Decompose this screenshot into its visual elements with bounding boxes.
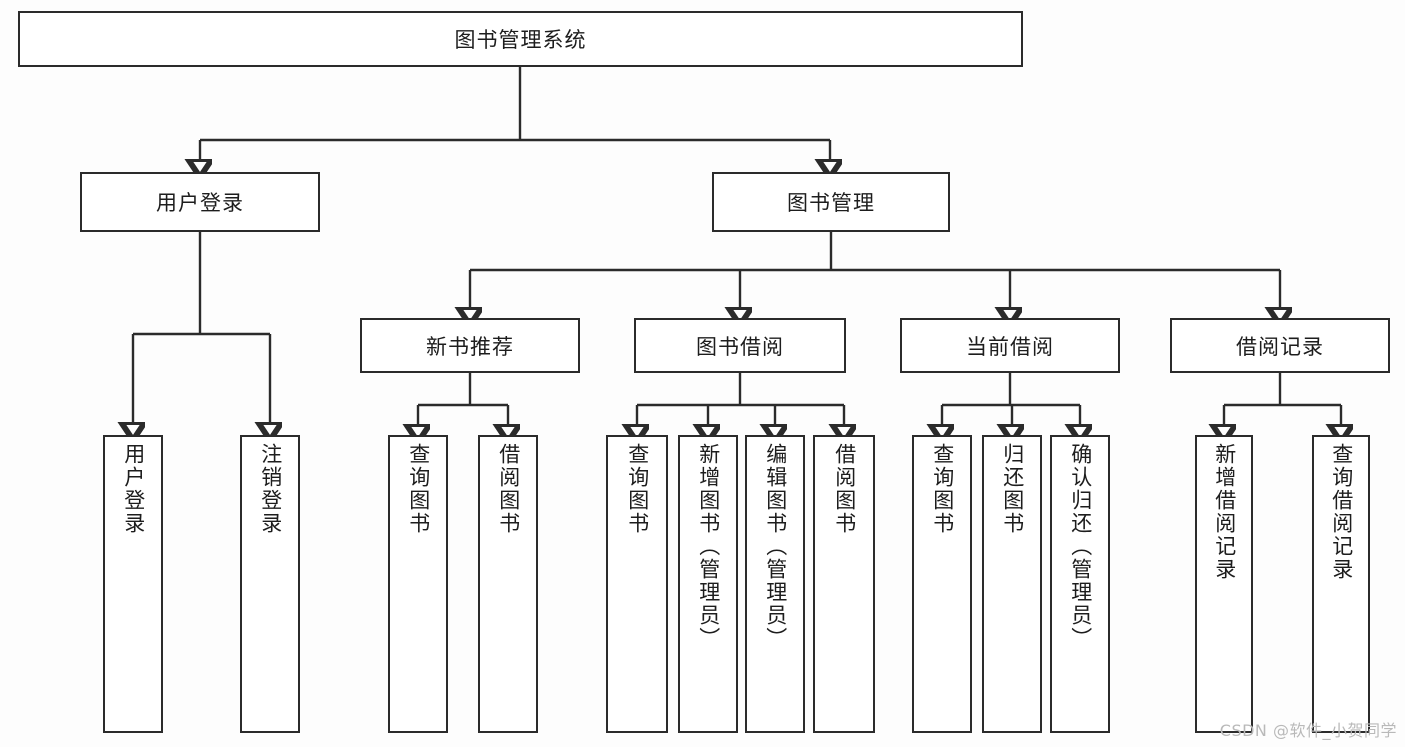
node-level2-3[interactable]: 借阅记录	[1170, 318, 1390, 373]
node-leaf-7-label: 借阅图书	[832, 443, 857, 535]
node-level1-0-label: 用户登录	[156, 191, 244, 215]
node-level2-0[interactable]: 新书推荐	[360, 318, 580, 373]
node-leaf-11[interactable]: 新增借阅记录	[1195, 435, 1253, 733]
node-level1-0[interactable]: 用户登录	[80, 172, 320, 232]
node-leaf-11-label: 新增借阅记录	[1212, 443, 1237, 581]
node-root-label: 图书管理系统	[454, 28, 587, 52]
node-leaf-5[interactable]: 新增图书（管理员）	[678, 435, 738, 733]
node-leaf-7[interactable]: 借阅图书	[813, 435, 875, 733]
node-level2-1-label: 图书借阅	[696, 334, 784, 359]
node-leaf-0-label: 用户登录	[121, 443, 146, 535]
node-leaf-2[interactable]: 查询图书	[388, 435, 448, 733]
node-leaf-3[interactable]: 借阅图书	[478, 435, 538, 733]
node-leaf-4-label: 查询图书	[625, 443, 650, 535]
node-leaf-0[interactable]: 用户登录	[103, 435, 163, 733]
node-leaf-1[interactable]: 注销登录	[240, 435, 300, 733]
node-leaf-8[interactable]: 查询图书	[912, 435, 972, 733]
node-leaf-12[interactable]: 查询借阅记录	[1312, 435, 1370, 733]
node-leaf-1-label: 注销登录	[258, 443, 283, 535]
node-level1-1[interactable]: 图书管理	[712, 172, 950, 232]
node-leaf-9-label: 归还图书	[1000, 443, 1025, 535]
node-root[interactable]: 图书管理系统	[18, 11, 1023, 67]
watermark: CSDN @软件_小贺同学	[1219, 721, 1397, 740]
node-leaf-5-label: 新增图书（管理员）	[696, 443, 721, 650]
node-level2-2-label: 当前借阅	[966, 334, 1054, 359]
node-level1-1-label: 图书管理	[787, 191, 875, 215]
node-leaf-6-label: 编辑图书（管理员）	[763, 443, 788, 650]
node-level2-3-label: 借阅记录	[1236, 334, 1324, 359]
node-leaf-12-label: 查询借阅记录	[1329, 443, 1354, 581]
node-level2-2[interactable]: 当前借阅	[900, 318, 1120, 373]
node-leaf-9[interactable]: 归还图书	[982, 435, 1042, 733]
node-leaf-6[interactable]: 编辑图书（管理员）	[745, 435, 805, 733]
node-level2-1[interactable]: 图书借阅	[634, 318, 846, 373]
node-leaf-4[interactable]: 查询图书	[606, 435, 668, 733]
node-leaf-3-label: 借阅图书	[496, 443, 521, 535]
node-leaf-10-label: 确认归还（管理员）	[1068, 443, 1093, 650]
node-leaf-2-label: 查询图书	[406, 443, 431, 535]
node-leaf-10[interactable]: 确认归还（管理员）	[1050, 435, 1110, 733]
node-leaf-8-label: 查询图书	[930, 443, 955, 535]
node-level2-0-label: 新书推荐	[426, 334, 514, 359]
